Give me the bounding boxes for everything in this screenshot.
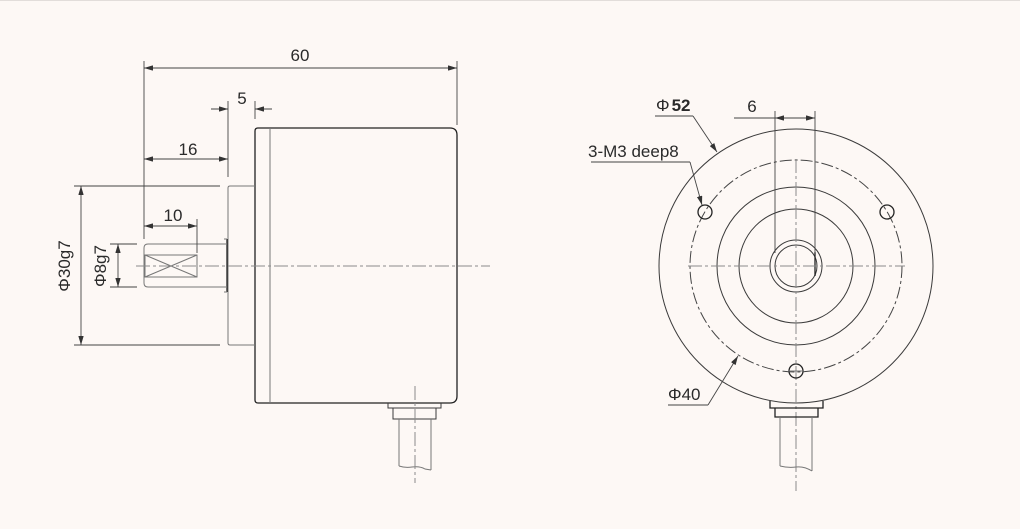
dim-total-length: 60 [291,46,310,65]
dim-shaft-to-body: 16 [179,140,198,159]
mount-hole-right [879,204,895,220]
side-view: 60 5 16 10 Φ30g7 Φ8g7 [55,46,490,483]
dia52-leader-arrow [692,115,718,153]
dim-flange-thickness: 5 [237,89,246,108]
dim-bolt-circle: Φ40 [668,385,700,404]
front-cable [779,417,813,472]
dia52-value: 52 [672,96,691,115]
dim-mount-holes: 3-M3 deep8 [588,142,679,161]
dia40-leader-arrow [707,355,739,406]
mount-hole-left [697,204,713,220]
cable [398,419,432,471]
dim-shaft-length: 10 [164,206,183,225]
phi-symbol: Φ [656,96,670,115]
dim-flange-diameter: Φ30g7 [55,240,74,291]
front-cable-gland [769,401,824,418]
encoder-body-outline [254,127,458,404]
mount-leader-arrow [689,161,703,206]
dim-shaft-flat: 6 [747,97,756,116]
dim-shaft-diameter: Φ8g7 [91,245,110,287]
